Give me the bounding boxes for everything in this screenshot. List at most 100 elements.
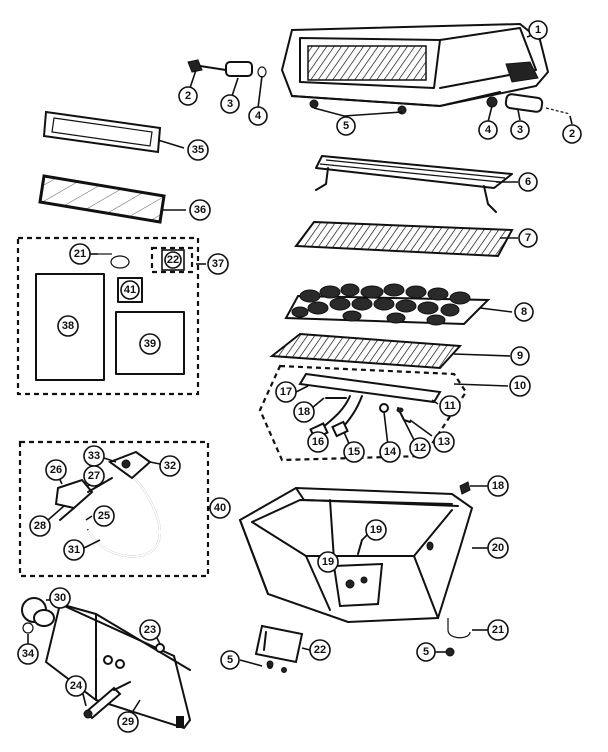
cooking-grid [294, 220, 514, 258]
callout-4: 4 [248, 106, 268, 126]
hook [447, 618, 471, 639]
callout-27: 27 [83, 465, 105, 487]
svg-text:12: 12 [414, 442, 426, 454]
callout-5: 5 [416, 642, 436, 662]
svg-text:27: 27 [88, 470, 100, 482]
callout-37: 37 [207, 253, 229, 275]
callout-13: 13 [433, 431, 455, 453]
svg-text:18: 18 [492, 480, 504, 492]
svg-text:4: 4 [255, 110, 262, 122]
callout-33: 33 [83, 445, 105, 467]
svg-text:15: 15 [348, 446, 360, 458]
svg-text:38: 38 [62, 320, 74, 332]
callout-40: 40 [209, 497, 231, 519]
svg-text:40: 40 [214, 502, 226, 514]
callout-34: 34 [17, 643, 39, 665]
svg-text:16: 16 [312, 436, 324, 448]
callout-41: 41 [120, 280, 140, 300]
svg-text:29: 29 [122, 716, 134, 728]
hose-regulator-outline [18, 440, 210, 578]
callout-26: 26 [45, 459, 67, 481]
callout-18: 18 [293, 401, 315, 423]
svg-text:2: 2 [569, 128, 575, 140]
callout-21: 21 [487, 619, 509, 641]
callout-38: 38 [57, 315, 79, 337]
callout-35: 35 [187, 139, 209, 161]
svg-text:33: 33 [88, 450, 100, 462]
callout-21: 21 [69, 243, 91, 265]
control-panel [44, 602, 192, 730]
callout-25: 25 [93, 505, 115, 527]
callout-22: 22 [161, 249, 185, 271]
callout-19: 19 [365, 519, 387, 541]
svg-text:13: 13 [438, 436, 450, 448]
callout-31: 31 [63, 539, 85, 561]
callout-39: 39 [139, 333, 161, 355]
callout-9: 9 [510, 346, 530, 366]
leader-lines [27, 31, 573, 717]
lava-rocks [284, 283, 491, 326]
callout-3: 3 [220, 94, 240, 114]
svg-text:41: 41 [124, 284, 136, 296]
svg-text:19: 19 [370, 524, 382, 536]
callout-32: 32 [159, 455, 181, 477]
svg-text:6: 6 [525, 176, 531, 188]
callout-8: 8 [514, 302, 534, 322]
callout-10: 10 [509, 375, 531, 397]
svg-text:32: 32 [164, 460, 176, 472]
hardware-package [35, 246, 194, 381]
svg-text:1: 1 [535, 24, 541, 36]
svg-text:5: 5 [423, 646, 429, 658]
callout-24: 24 [65, 675, 87, 697]
callout-12: 12 [409, 437, 431, 459]
knob-washer [22, 622, 34, 634]
svg-text:19: 19 [322, 556, 334, 568]
callout-16: 16 [307, 431, 329, 453]
callout-4: 4 [478, 120, 498, 140]
svg-text:31: 31 [68, 544, 80, 556]
svg-text:14: 14 [384, 446, 397, 458]
svg-text:4: 4 [485, 124, 492, 136]
svg-text:21: 21 [492, 624, 504, 636]
svg-text:10: 10 [514, 380, 526, 392]
hardware-package-outline [16, 236, 200, 396]
lid-screw [309, 99, 319, 109]
igniter [83, 681, 131, 720]
hose-regulator [54, 450, 161, 558]
callout-3: 3 [510, 120, 530, 140]
svg-text:8: 8 [521, 306, 527, 318]
svg-text:22: 22 [314, 644, 326, 656]
svg-text:5: 5 [227, 654, 233, 666]
svg-text:7: 7 [525, 232, 531, 244]
callout-23: 23 [139, 619, 161, 641]
callout-6: 6 [518, 172, 538, 192]
svg-text:37: 37 [212, 258, 224, 270]
heat-shield [254, 624, 304, 673]
svg-text:36: 36 [194, 204, 206, 216]
callout-28: 28 [29, 515, 51, 537]
svg-text:22: 22 [167, 254, 179, 266]
svg-text:26: 26 [50, 464, 62, 476]
callout-30: 30 [49, 587, 71, 609]
burner-assembly [298, 372, 442, 440]
svg-text:2: 2 [185, 90, 191, 102]
svg-text:21: 21 [74, 248, 86, 260]
callout-20: 20 [487, 537, 509, 559]
callout-2: 2 [178, 86, 198, 106]
grill-lid [280, 22, 550, 108]
callout-2: 2 [562, 124, 582, 144]
panel-screw [155, 643, 165, 653]
svg-text:3: 3 [227, 98, 233, 110]
window-glass [38, 174, 166, 224]
svg-text:17: 17 [280, 386, 292, 398]
svg-text:35: 35 [192, 144, 204, 156]
svg-text:28: 28 [34, 520, 46, 532]
lid-handle-left [187, 59, 267, 78]
callout-17: 17 [275, 381, 297, 403]
callout-11: 11 [439, 395, 461, 417]
svg-text:24: 24 [70, 680, 83, 692]
callout-15: 15 [343, 441, 365, 463]
screw [266, 660, 274, 668]
callout-18: 18 [487, 475, 509, 497]
